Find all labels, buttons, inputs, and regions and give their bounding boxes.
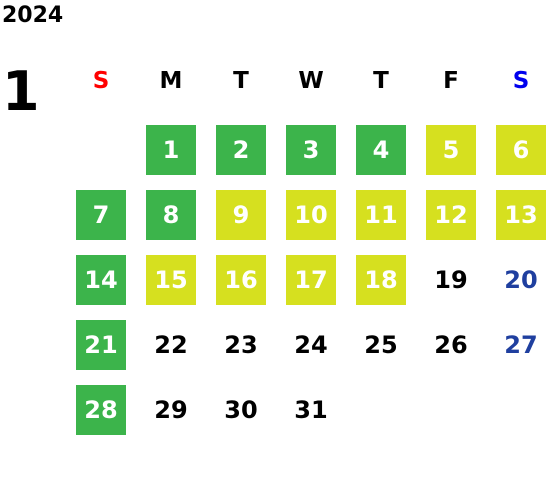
day-21: 21 — [76, 320, 126, 370]
day-31: 31 — [294, 396, 328, 424]
day-10: 10 — [286, 190, 336, 240]
day-23: 23 — [224, 331, 258, 359]
year-label: 2024 — [2, 3, 64, 28]
weekday-header-saturday: S — [512, 68, 530, 94]
day-3: 3 — [286, 125, 336, 175]
day-24: 24 — [294, 331, 328, 359]
day-7: 7 — [76, 190, 126, 240]
day-18: 18 — [356, 255, 406, 305]
weekday-header-friday: F — [443, 68, 459, 94]
day-25: 25 — [364, 331, 398, 359]
day-28: 28 — [76, 385, 126, 435]
day-27: 27 — [504, 331, 538, 359]
day-20: 20 — [504, 266, 538, 294]
day-5: 5 — [426, 125, 476, 175]
day-14: 14 — [76, 255, 126, 305]
day-17: 17 — [286, 255, 336, 305]
weekday-header-tuesday: T — [233, 68, 249, 94]
day-2: 2 — [216, 125, 266, 175]
day-8: 8 — [146, 190, 196, 240]
weekday-header-wednesday: W — [298, 68, 324, 94]
day-16: 16 — [216, 255, 266, 305]
weekday-header-thursday: T — [373, 68, 389, 94]
day-6: 6 — [496, 125, 546, 175]
month-number: 1 — [2, 60, 40, 123]
day-30: 30 — [224, 396, 258, 424]
day-13: 13 — [496, 190, 546, 240]
day-1: 1 — [146, 125, 196, 175]
day-15: 15 — [146, 255, 196, 305]
day-26: 26 — [434, 331, 468, 359]
day-9: 9 — [216, 190, 266, 240]
day-11: 11 — [356, 190, 406, 240]
weekday-header-monday: M — [159, 68, 183, 94]
day-29: 29 — [154, 396, 188, 424]
day-4: 4 — [356, 125, 406, 175]
day-12: 12 — [426, 190, 476, 240]
day-19: 19 — [434, 266, 468, 294]
day-22: 22 — [154, 331, 188, 359]
weekday-header-sunday: S — [92, 68, 110, 94]
